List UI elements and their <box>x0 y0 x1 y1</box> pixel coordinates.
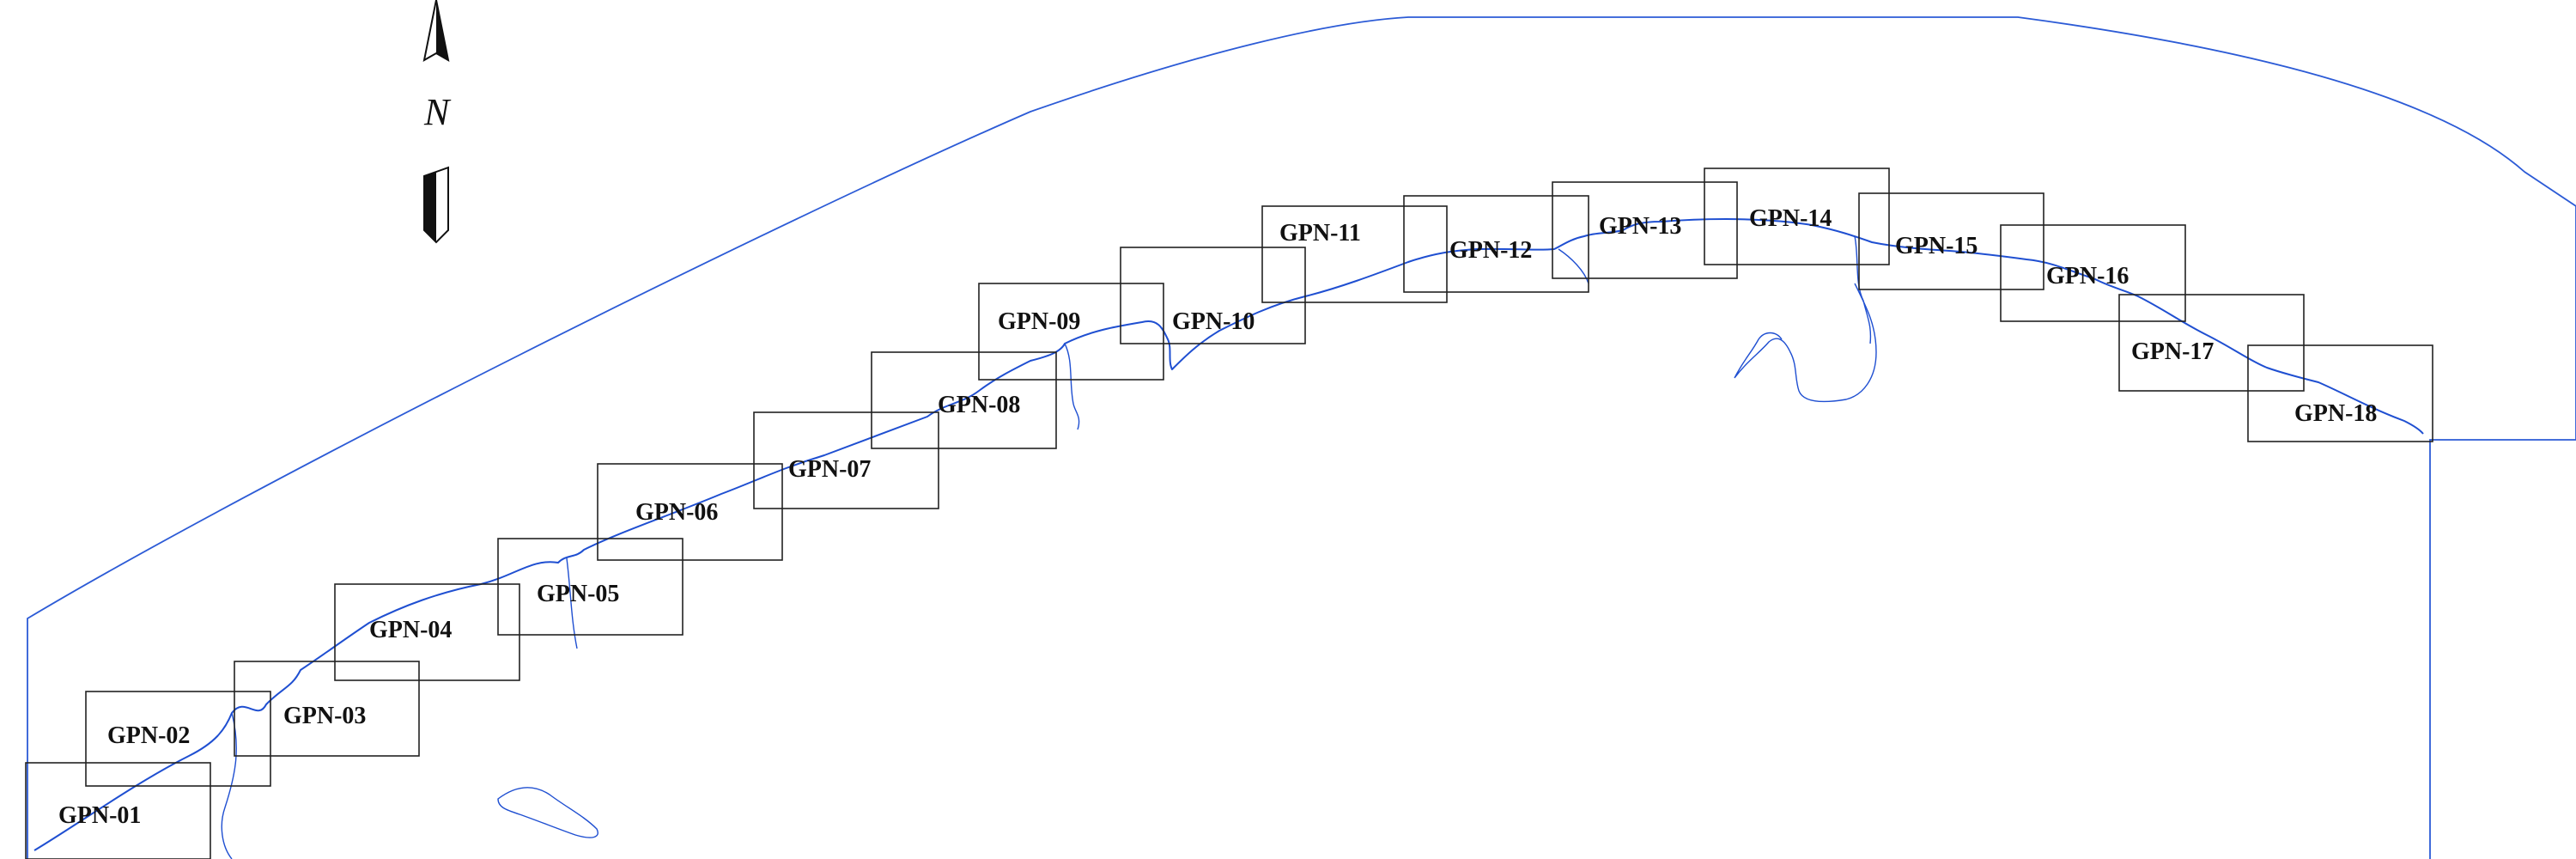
sheet-label: GPN-14 <box>1749 205 1832 232</box>
sheet-GPN-05[interactable]: GPN-05 <box>497 538 683 636</box>
sheet-label: GPN-16 <box>2046 263 2129 289</box>
sheet-label: GPN-02 <box>107 722 190 749</box>
sheet-label: GPN-17 <box>2131 338 2214 365</box>
sheet-GPN-07[interactable]: GPN-07 <box>753 411 939 509</box>
sheet-label: GPN-08 <box>938 392 1020 418</box>
sheet-label: GPN-09 <box>998 308 1080 335</box>
sheet-label: GPN-05 <box>537 581 619 607</box>
sheet-label: GPN-12 <box>1449 237 1532 264</box>
sheet-GPN-13[interactable]: GPN-13 <box>1552 181 1738 279</box>
survey-boundary <box>27 16 2576 859</box>
sheet-GPN-12[interactable]: GPN-12 <box>1403 195 1589 293</box>
sheet-label: GPN-18 <box>2294 400 2377 427</box>
river-mouth-3 <box>1064 343 1080 430</box>
sheet-label: GPN-04 <box>369 617 452 643</box>
north-arrow: N <box>422 0 452 244</box>
sheet-GPN-06[interactable]: GPN-06 <box>597 463 783 561</box>
sheet-GPN-03[interactable]: GPN-03 <box>234 661 420 757</box>
sheet-label: GPN-11 <box>1279 220 1361 247</box>
sheet-label: GPN-15 <box>1895 233 1978 259</box>
sheet-GPN-17[interactable]: GPN-17 <box>2118 294 2305 392</box>
sheet-GPN-14[interactable]: GPN-14 <box>1704 168 1890 265</box>
island-outline <box>497 787 598 838</box>
sheet-label: GPN-06 <box>635 499 718 526</box>
sheet-GPN-02[interactable]: GPN-02 <box>85 691 271 787</box>
coastline <box>33 218 2424 851</box>
sheet-GPN-15[interactable]: GPN-15 <box>1858 192 2044 290</box>
sheet-GPN-04[interactable]: GPN-04 <box>334 583 520 681</box>
sheet-label: GPN-13 <box>1599 213 1681 240</box>
north-letter: N <box>423 91 452 133</box>
sheet-GPN-10[interactable]: GPN-10 <box>1120 247 1306 344</box>
sheet-GPN-01[interactable]: GPN-01 <box>25 762 211 859</box>
sheet-label: GPN-03 <box>283 703 366 729</box>
sheet-GPN-08[interactable]: GPN-08 <box>871 351 1057 449</box>
sheet-label: GPN-01 <box>58 802 141 829</box>
river-mouth-1 <box>221 712 237 859</box>
sheet-GPN-18[interactable]: GPN-18 <box>2247 344 2433 442</box>
sheet-label: GPN-10 <box>1172 308 1255 335</box>
peninsula-outline <box>1734 283 1877 403</box>
sheet-GPN-09[interactable]: GPN-09 <box>978 283 1164 381</box>
river-mouth-4 <box>1558 248 1589 284</box>
river-mouth-2 <box>566 557 578 649</box>
sheet-GPN-16[interactable]: GPN-16 <box>2000 224 2186 322</box>
sheet-label: GPN-07 <box>788 456 871 483</box>
sheet-GPN-11[interactable]: GPN-11 <box>1261 205 1448 303</box>
